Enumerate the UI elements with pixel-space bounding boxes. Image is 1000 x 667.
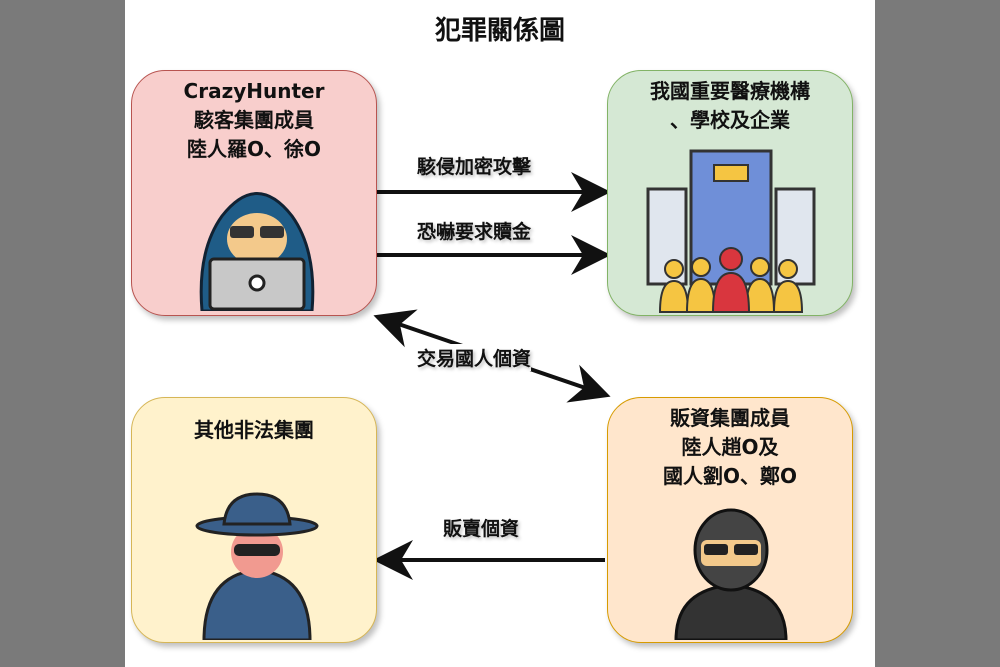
sell-label: 販賣個資 — [443, 514, 520, 541]
hacker-box: CrazyHunter 駭客集團成員陸人羅O、徐O — [131, 70, 377, 316]
other-groups-box: 其他非法集團 — [131, 397, 377, 643]
seller-box: 販資集團成員陸人趙O及國人劉O、鄭O — [607, 397, 853, 643]
victims-line-1: 我國重要醫療機構 — [650, 79, 810, 103]
seller-group: 販資集團成員 — [670, 406, 790, 430]
buildings-people-icon — [646, 149, 816, 313]
hacker-icon — [199, 192, 315, 311]
hacker-group: 駭客集團成員 — [194, 108, 314, 132]
victims-line-2: 、學校及企業 — [670, 108, 790, 132]
diagram-title: 犯罪關係圖 — [434, 16, 565, 46]
victims-box: 我國重要醫療機構、學校及企業 — [607, 70, 853, 316]
ransom-label: 恐嚇要求贖金 — [417, 217, 532, 244]
masked-person-icon — [674, 508, 788, 640]
attack-label: 駭侵加密攻擊 — [417, 152, 532, 179]
other-groups-label: 其他非法集團 — [194, 418, 314, 442]
hacker-name: CrazyHunter — [183, 79, 325, 103]
seller-members-1: 陸人趙O及 — [681, 435, 779, 459]
seller-members-2: 國人劉O、鄭O — [662, 464, 797, 488]
spy-icon — [195, 492, 319, 640]
diagram-canvas: 犯罪關係圖 駭侵加密攻擊 恐嚇要求贖金 交易國人個資 販賣個資 CrazyHun… — [125, 0, 875, 667]
hacker-members: 陸人羅O、徐O — [186, 137, 321, 161]
trade-label: 交易國人個資 — [417, 344, 532, 371]
